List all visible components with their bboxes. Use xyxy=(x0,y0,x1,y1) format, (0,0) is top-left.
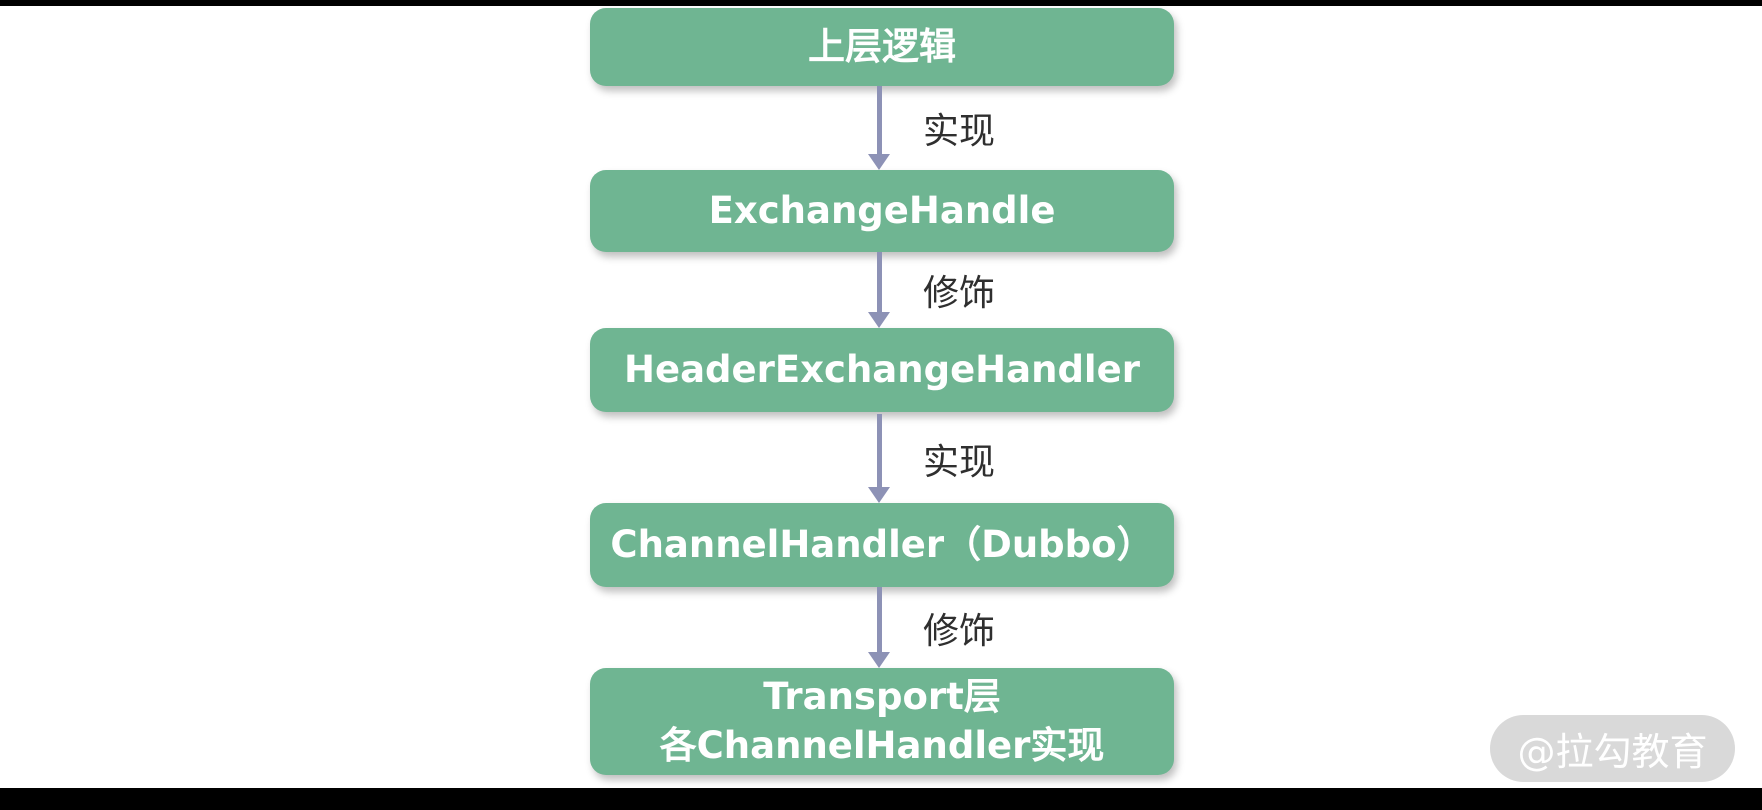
top-letterbox-bar xyxy=(0,0,1762,6)
edge-label: 修饰 xyxy=(923,610,996,652)
node-label: ChannelHandler（Dubbo） xyxy=(610,522,1154,566)
bottom-letterbox-bar xyxy=(0,788,1762,810)
edge-label: 修饰 xyxy=(923,273,996,314)
node-label: HeaderExchangeHandler xyxy=(624,347,1140,391)
node-transport-layer-channel-handlers: Transport层 各ChannelHandler实现 xyxy=(590,668,1174,775)
node-header-exchange-handler: HeaderExchangeHandler xyxy=(590,328,1174,412)
arrow-down-head-icon xyxy=(868,487,890,503)
node-label: 上层逻辑 xyxy=(808,24,956,68)
arrow-down-line xyxy=(877,86,882,157)
watermark-badge: @拉勾教育 xyxy=(1490,715,1735,782)
arrow-down-head-icon xyxy=(868,154,890,170)
arrow-down-head-icon xyxy=(868,312,890,328)
node-exchange-handle: ExchangeHandle xyxy=(590,170,1174,252)
arrow-down-line xyxy=(877,587,882,655)
node-label: ExchangeHandle xyxy=(708,188,1056,232)
watermark-text: @拉勾教育 xyxy=(1517,730,1708,774)
edge-decorate-2: 修饰 xyxy=(590,587,1174,668)
node-label-line2: 各ChannelHandler实现 xyxy=(659,723,1105,767)
edge-implement-2: 实现 xyxy=(590,414,1174,503)
arrow-down-head-icon xyxy=(868,652,890,668)
edge-label: 实现 xyxy=(923,441,996,483)
node-upper-logic: 上层逻辑 xyxy=(590,8,1174,86)
node-channel-handler-dubbo: ChannelHandler（Dubbo） xyxy=(590,503,1174,587)
arrow-down-line xyxy=(877,414,882,490)
edge-implement-1: 实现 xyxy=(590,86,1174,170)
edge-decorate-1: 修饰 xyxy=(590,252,1174,328)
edge-label: 实现 xyxy=(923,111,996,152)
node-label-line1: Transport层 xyxy=(763,675,1001,719)
arrow-down-line xyxy=(877,252,882,315)
